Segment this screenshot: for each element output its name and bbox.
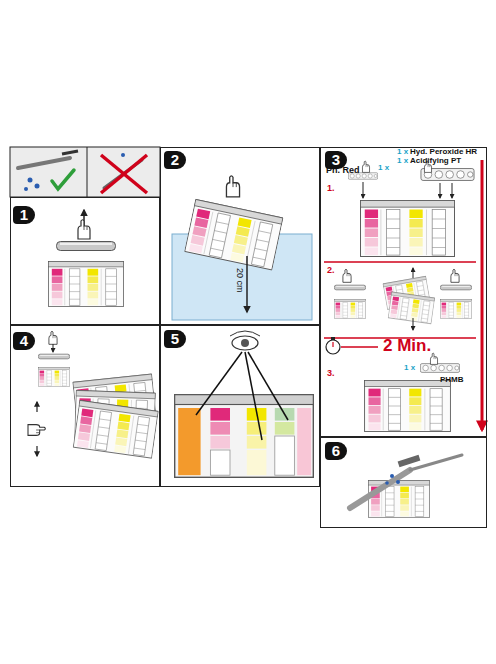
callout-number: 1 xyxy=(13,206,35,224)
reagent-name: Hyd. Peroxide HR xyxy=(410,148,477,156)
reagent-name: Acidifying PT xyxy=(410,157,461,165)
dimension: 20 cm xyxy=(235,268,244,293)
callout-number: 6 xyxy=(325,442,347,460)
step-panel: 1 xyxy=(10,197,160,325)
callout-number: 5 xyxy=(164,330,186,348)
do-dont-box xyxy=(10,147,160,197)
quantity: 1 x xyxy=(378,164,389,172)
step-panel: 5 xyxy=(160,325,320,487)
quantity: 1 x xyxy=(397,148,408,156)
step-4-art xyxy=(28,331,158,458)
step-2-art xyxy=(172,176,312,320)
reagent-name: Ph. Red xyxy=(326,166,360,175)
sub-step-number: 2. xyxy=(327,266,335,275)
quantity: 1 x xyxy=(404,364,415,372)
wait-time: 2 Min. xyxy=(383,337,431,354)
callout-number: 2 xyxy=(164,151,186,169)
step-1-art xyxy=(48,210,123,306)
step-panel: 2 xyxy=(160,147,320,325)
step-panel: 6 xyxy=(320,437,487,528)
sub-step-number: 3. xyxy=(327,369,335,378)
step-5-art xyxy=(175,331,314,477)
step-3-art xyxy=(324,160,482,432)
step-6-art xyxy=(350,455,462,518)
sub-step-number: 1. xyxy=(327,184,335,193)
step-panel: 4 xyxy=(10,325,160,487)
step-panel: 3 xyxy=(320,147,487,437)
reagent-name: PHMB xyxy=(440,376,464,384)
quantity: 1 x xyxy=(397,157,408,165)
callout-number: 4 xyxy=(13,332,35,350)
